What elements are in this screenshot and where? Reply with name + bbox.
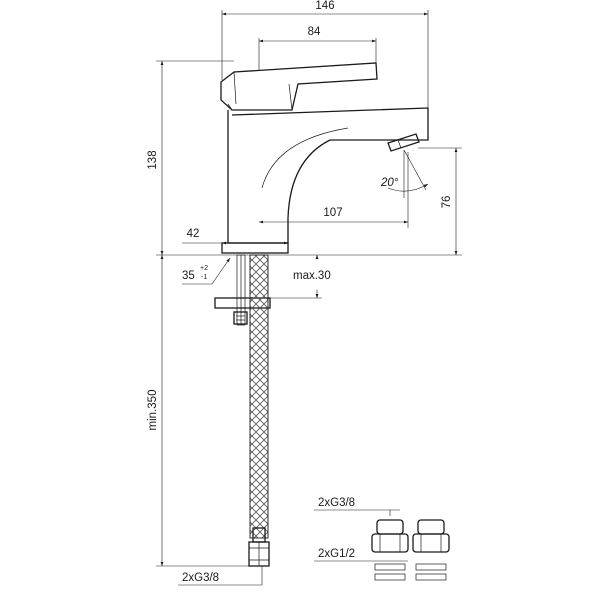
- dim-lever-width-label: 84: [308, 26, 321, 38]
- aerator: [387, 133, 420, 152]
- adapter-label-g12: 2xG1/2: [318, 548, 355, 560]
- fixing-nut: [233, 311, 248, 325]
- dim-base-offset-label: 42: [187, 228, 200, 240]
- fixing-plate: [214, 297, 271, 309]
- dim-spout-height-label: 76: [441, 196, 453, 209]
- dim-hose-length-label: min.350: [147, 390, 159, 431]
- dim-hole-diameter-label: 35: [182, 270, 195, 282]
- dim-height-label: 138: [147, 150, 159, 169]
- dim-hole-tol-upper: +2: [200, 265, 208, 272]
- dim-overall-width: 146: [221, 0, 429, 108]
- dim-spout-height: 76: [418, 147, 462, 255]
- lever-handle: [220, 62, 378, 111]
- dim-spout-reach-label: 107: [323, 207, 342, 219]
- faucet-body: [220, 62, 429, 254]
- dim-overall-width-label: 146: [315, 0, 334, 12]
- dim-hole-tol-lower: -1: [201, 274, 207, 281]
- mounting-assembly: [214, 254, 271, 567]
- braided-hose: [249, 254, 269, 539]
- adapter-1: [371, 519, 409, 581]
- dim-lever-width: 84: [258, 26, 377, 70]
- dim-hose-connection-label: 2xG3/8: [182, 572, 219, 584]
- dim-spout-angle-label: 20°: [380, 177, 399, 189]
- dim-spout-reach: 107: [259, 152, 409, 228]
- dim-height: 138: [147, 60, 234, 255]
- adapter-2: [412, 519, 450, 581]
- adapter-label-g38: 2xG3/8: [318, 497, 355, 509]
- dim-deck-thickness-label: max.30: [293, 270, 331, 282]
- dim-spout-angle: 20°: [380, 149, 429, 198]
- dim-hole-diameter: 35 +2 -1: [182, 257, 231, 285]
- dim-base-offset: 42: [182, 228, 288, 245]
- faucet-main-body: [227, 107, 429, 244]
- base-plate: [221, 242, 289, 254]
- dim-hose-connection: 2xG3/8: [178, 566, 263, 586]
- dim-hose-length: min.350: [147, 255, 249, 567]
- dim-deck-thickness: max.30: [270, 255, 331, 299]
- adapter-fittings: 2xG3/8 2xG1/2: [314, 497, 450, 581]
